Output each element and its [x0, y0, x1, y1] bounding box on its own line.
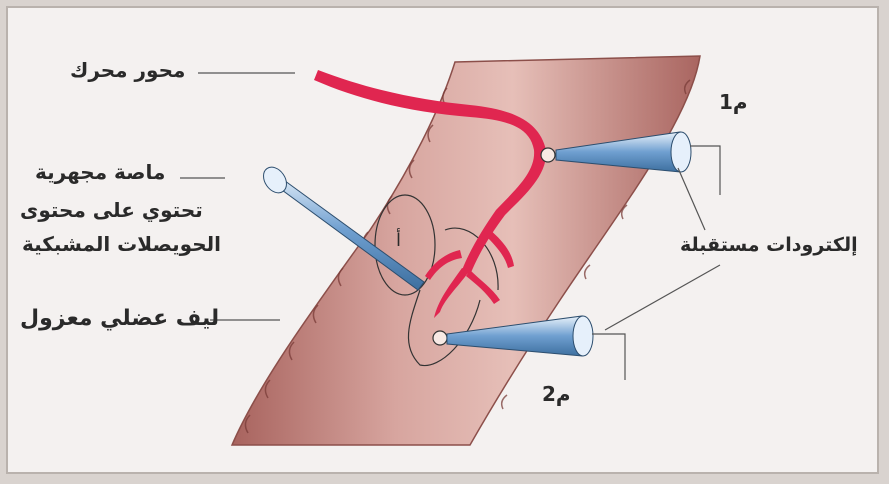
axon-terminal-bottom [433, 331, 447, 345]
axon-terminal-top [541, 148, 555, 162]
label-motor-axon: محور محرك [70, 58, 185, 82]
label-isolated-fiber: ليف عضلي معزول [20, 306, 219, 331]
label-micropipette-line2: تحتوي على محتوى [20, 198, 203, 222]
label-m1: م1 [719, 90, 748, 114]
label-point-a: أ [396, 230, 401, 251]
label-micropipette-line1: ماصة مجهرية [35, 160, 165, 184]
label-receiving-electrodes: إلكترودات مستقبلة [680, 234, 858, 256]
label-micropipette-line3: الحويصلات المشبكية [22, 232, 221, 256]
label-m2: م2 [542, 382, 571, 406]
